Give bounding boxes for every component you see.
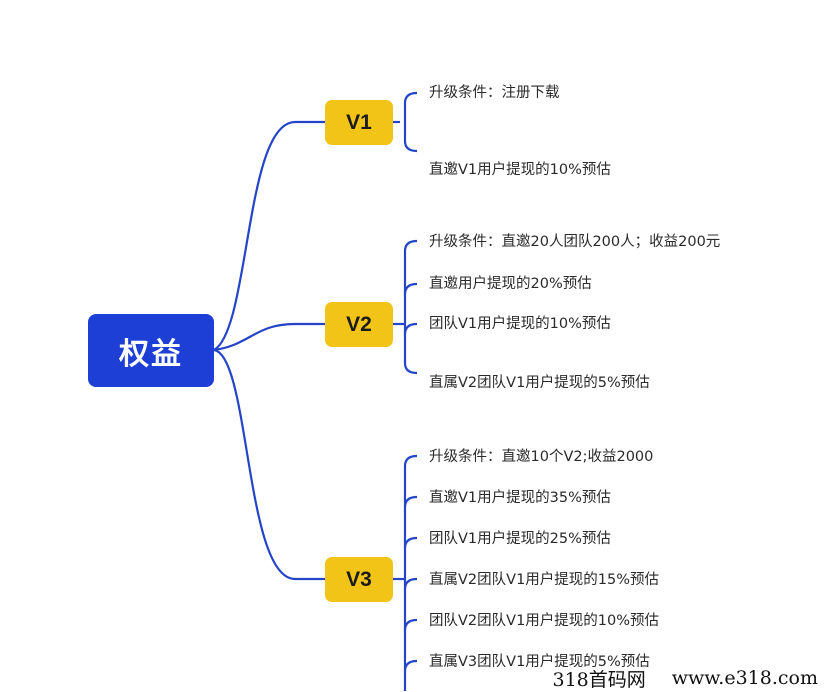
tier-label: V1 — [346, 110, 372, 134]
root-to-v1-connector — [213, 120, 326, 351]
v3-tick-5 — [403, 659, 418, 672]
v3-tick-2 — [403, 536, 418, 549]
v1-upgrade-condition: 升级条件：注册下载 — [429, 85, 560, 101]
v3-benefit-item: 团队V2团队V1用户提现的10%预估 — [429, 613, 660, 629]
v3-tick-4 — [403, 618, 418, 631]
v3-upgrade-condition: 升级条件：直邀10个V2;收益2000 — [429, 449, 654, 465]
v3-benefit-item: 团队V1用户提现的25%预估 — [429, 531, 611, 547]
root-node[interactable]: 权益 — [88, 314, 214, 387]
v2-bracket — [403, 239, 418, 375]
v2-benefit-item: 直属V2团队V1用户提现的5%预估 — [429, 375, 650, 391]
v3-tick-3 — [403, 577, 418, 590]
v2-benefit-item: 团队V1用户提现的10%预估 — [429, 316, 611, 332]
v2-benefit-item: 直邀用户提现的20%预估 — [429, 276, 592, 292]
v3-bracket — [403, 454, 418, 691]
v1-benefit-item: 直邀V1用户提现的10%预估 — [429, 162, 611, 178]
tier-label: V2 — [346, 312, 372, 336]
v3-benefit-item: 直属V3团队V1用户提现的5%预估 — [429, 654, 650, 670]
v2-tick-2 — [403, 322, 418, 335]
root-label: 权益 — [119, 336, 183, 372]
tier-label: V3 — [346, 567, 372, 591]
v3-benefit-item: 直邀V1用户提现的35%预估 — [429, 490, 611, 506]
watermark-url: www.e318.com — [671, 667, 818, 689]
tier-node-v3[interactable]: V3 — [325, 557, 393, 602]
v3-tick-1 — [403, 495, 418, 508]
v2-tick-1 — [403, 282, 418, 295]
site-watermark: 318首码网 www.e318.com — [548, 667, 822, 691]
watermark-site-name: 318首码网 — [552, 668, 646, 691]
v1-bracket — [403, 91, 418, 153]
v3-benefit-item: 直属V2团队V1用户提现的15%预估 — [429, 572, 660, 588]
tier-node-v2[interactable]: V2 — [325, 302, 393, 347]
v2-upgrade-condition: 升级条件：直邀20人团队200人；收益200元 — [429, 234, 721, 250]
root-to-v3-connector — [213, 348, 326, 581]
tier-node-v1[interactable]: V1 — [325, 100, 393, 145]
root-to-v2-connector — [213, 322, 326, 352]
